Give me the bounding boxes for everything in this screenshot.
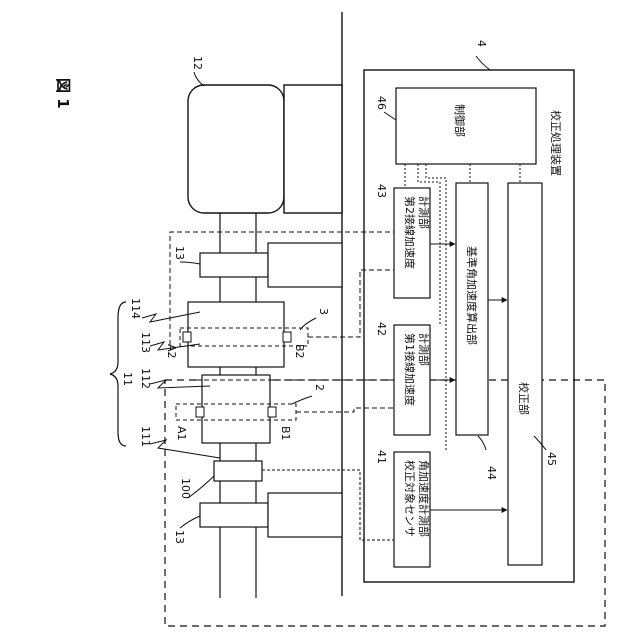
ref-46: 46 [375,96,388,110]
accel-point-a2-marker [183,332,191,342]
accel-point-b2-marker [283,332,291,342]
leader-112 [150,380,210,388]
block-target-label-1: 校正対象センサ [403,460,417,537]
bearing-top-inner [200,253,268,277]
ref-44: 44 [485,466,498,480]
point-b1: B1 [279,426,292,441]
ref-3: 3 [317,308,330,315]
block-control-label: 制御部 [453,104,467,137]
leader-44 [478,436,486,450]
bearing-bottom-base [268,493,342,537]
point-b2: B2 [293,344,306,359]
motor-base [284,85,342,213]
point-a1: A1 [175,426,188,441]
block-calibration-label: 校正部 [517,382,531,415]
figure-title: 図 1 [54,78,72,109]
block-second-label-2: 計測部 [417,196,431,229]
leader-2 [292,396,312,404]
ref-2: 2 [313,384,326,391]
ref-45: 45 [545,452,558,466]
bearing-bottom-inner [200,503,268,527]
block-first-label-1: 第1接線加速度 [403,333,417,406]
block-target-label-2: 角加速度計測部 [417,460,431,537]
block-reference-label: 基準角加速度算出部 [465,246,479,345]
inertia-disk-upper [188,302,284,367]
ref-42: 42 [375,322,388,336]
ref-11: 11 [121,372,134,386]
ref-112: 112 [139,368,152,389]
block-calibration [508,183,542,565]
leader-13-top [180,262,200,264]
target-sensor [214,461,262,481]
ref-13-bottom: 13 [173,530,186,544]
point-a2: A2 [165,344,178,359]
ref-13-top: 13 [173,246,186,260]
accel-point-a1-marker [196,407,204,417]
device-title: 校正処理装置 [549,110,563,176]
bearing-top-base [268,243,342,287]
ref-12: 12 [191,56,204,70]
block-first-label-2: 計測部 [417,333,431,366]
motor-body [188,85,284,213]
accel-point-b1-marker [268,407,276,417]
ref-113: 113 [139,332,152,353]
block-second-label-1: 第2接線加速度 [403,196,417,269]
leader-12 [194,72,204,86]
ref-4: 4 [475,40,488,47]
ref-114: 114 [129,298,142,319]
inertia-disk-lower [202,375,270,443]
leader-4 [476,56,490,70]
ref-43: 43 [375,184,388,198]
leader-46 [384,112,396,120]
leader-13-bottom [180,516,200,528]
signal-line-2-to-42 [296,408,394,412]
ref-41: 41 [375,450,388,464]
